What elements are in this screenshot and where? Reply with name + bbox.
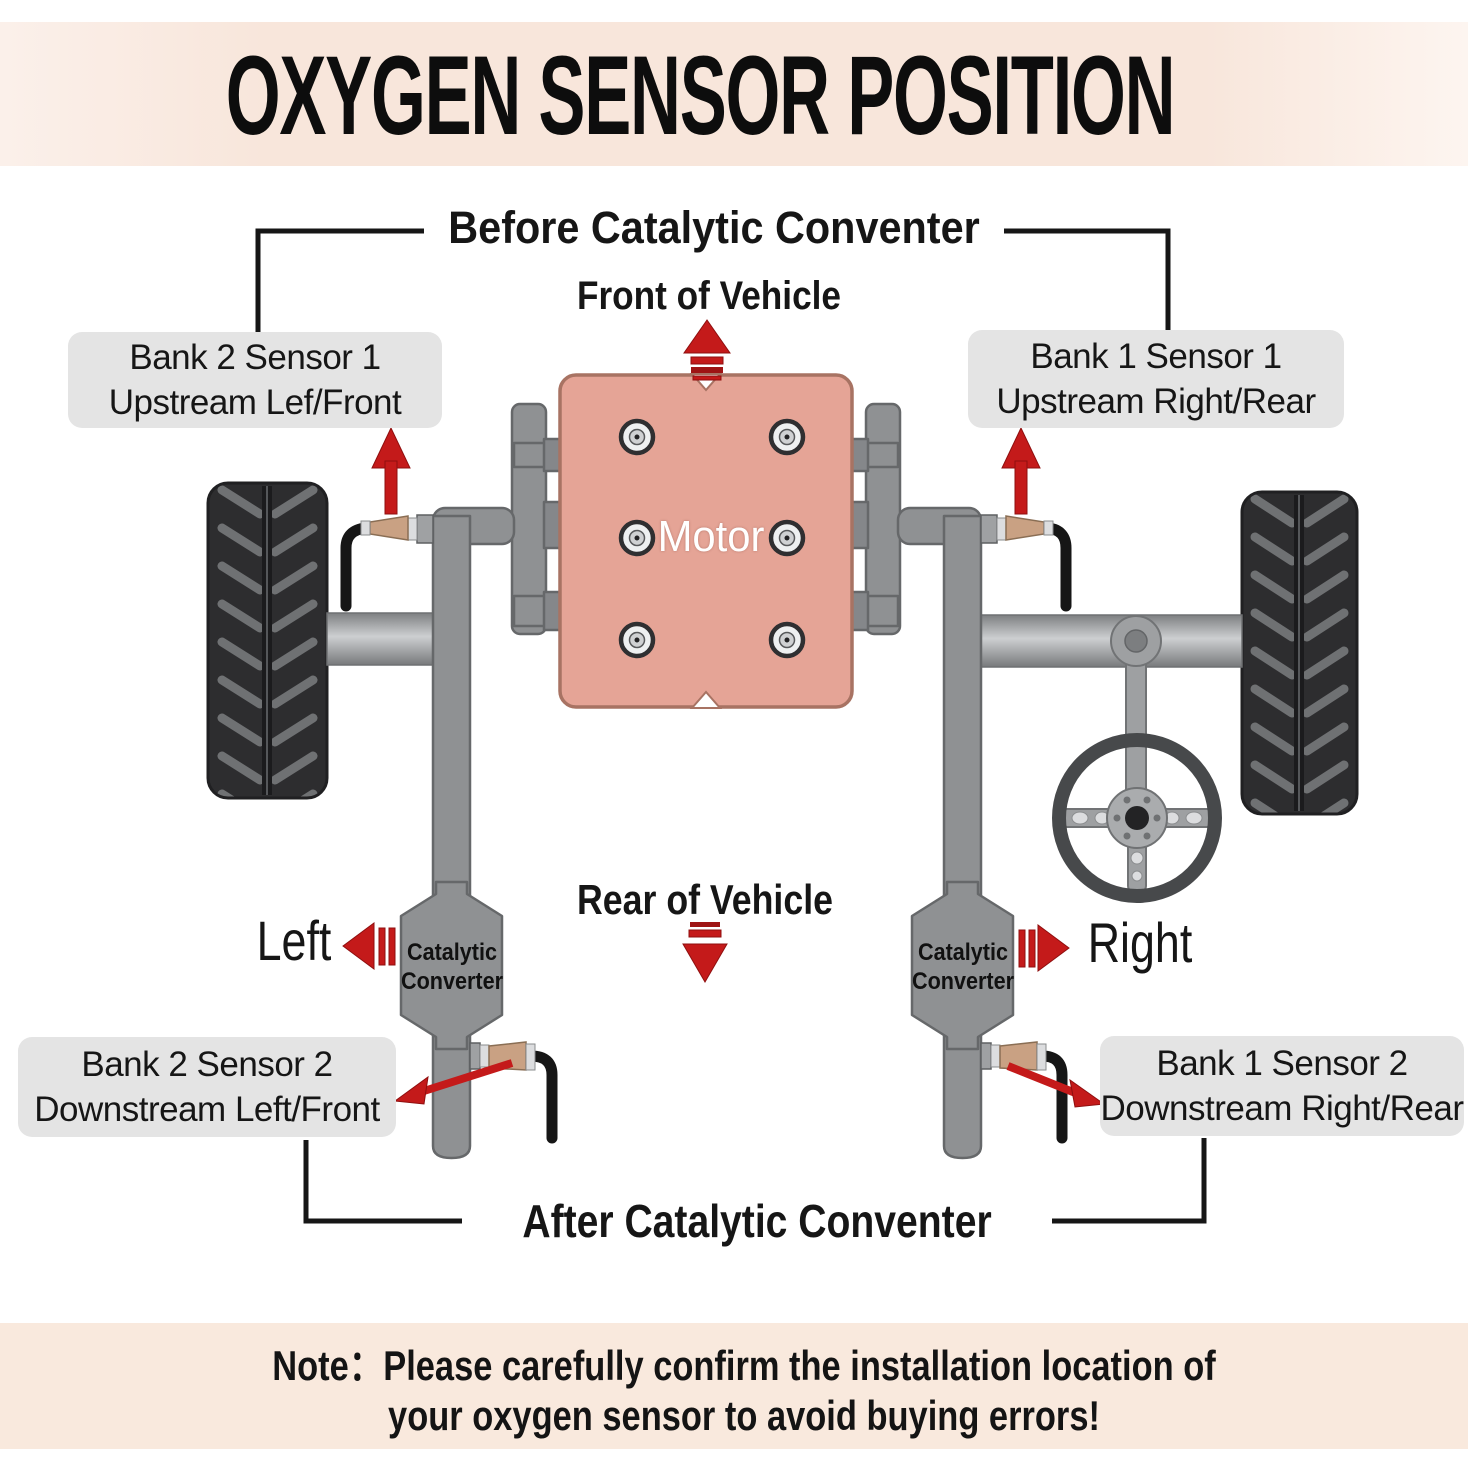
steering-wheel-icon [1052,733,1222,903]
motor-label: Motor [657,512,765,561]
sensor-box-bank2-sensor2-line2: Downstream Left/Front [34,1090,380,1129]
note-text: Note：Please carefully confirm the instal… [272,1341,1215,1441]
oxygen-sensor-upstream-right-icon [980,514,1072,612]
title-banner: OXYGEN SENSOR POSITION [0,22,1468,166]
sensor-box-bank1-sensor2: Bank 1 Sensor 2 Downstream Right/Rear [1100,1036,1464,1136]
catalytic-converter-right-shape [910,880,1015,1051]
upstream-left-arrow-icon [371,426,411,515]
before-catalytic-label: Before Catalytic Conventer [448,202,980,253]
sensor-box-bank1-sensor1-line2: Upstream Right/Rear [996,382,1316,421]
rear-of-vehicle-label: Rear of Vehicle [577,876,833,923]
motor-bolt [768,621,806,659]
sensor-box-bank1-sensor1-line1: Bank 1 Sensor 1 [1030,337,1282,376]
downpipe-right [910,514,1015,1160]
oxygen-sensor-downstream-left-icon [469,1041,558,1144]
front-of-vehicle-label: Front of Vehicle [576,274,842,318]
downstream-right-arrow-icon [1006,1062,1106,1108]
note-line1: Note：Please carefully confirm the instal… [272,1342,1216,1389]
motor-block [558,373,854,709]
sensor-box-bank2-sensor2-line1: Bank 2 Sensor 2 [81,1045,333,1084]
oxygen-sensor-upstream-left-icon [340,514,434,612]
motor-bolt [768,519,806,557]
oxygen-sensor-downstream-right-icon [980,1041,1068,1144]
motor-bolt [618,519,656,557]
left-direction-arrow-icon [342,922,396,970]
bracket-before-right [1004,228,1171,332]
sensor-box-bank2-sensor1-line1: Bank 2 Sensor 1 [129,338,381,377]
rear-of-vehicle-arrow-icon [682,922,728,983]
page-title: OXYGEN SENSOR POSITION [225,33,1176,158]
front-of-vehicle-arrow-icon [683,319,731,381]
catalytic-converter-right-line1: Catalytic [917,939,1009,966]
motor-bolt [618,621,656,659]
sensor-box-bank1-sensor1: Bank 1 Sensor 1 Upstream Right/Rear [968,330,1344,428]
downstream-left-arrow-icon [393,1059,514,1105]
sensor-box-bank2-sensor1: Bank 2 Sensor 1 Upstream Lef/Front [68,332,442,428]
axle-right [973,614,1243,668]
right-side-label: Right [1087,911,1193,974]
steering-column [1110,615,1162,819]
sensor-box-bank1-sensor2-line1: Bank 1 Sensor 2 [1156,1044,1408,1083]
sensor-box-bank2-sensor2: Bank 2 Sensor 2 Downstream Left/Front [18,1037,396,1137]
note-label: Note： [272,1342,384,1389]
after-catalytic-label: After Catalytic Conventer [522,1195,992,1247]
note-line2: your oxygen sensor to avoid buying error… [388,1392,1100,1439]
bracket-before-left [255,228,424,332]
tire-right [1240,490,1359,816]
catalytic-converter-right-line2: Converter [911,968,1015,995]
bracket-after-right [1052,1138,1207,1224]
upstream-right-arrow-icon [1001,426,1041,515]
bracket-after-left [303,1140,462,1224]
downpipe-left [399,514,504,1160]
tire-left [206,481,329,800]
sensor-box-bank1-sensor2-line2: Downstream Right/Rear [1100,1089,1464,1128]
catalytic-converter-left-shape [399,880,504,1051]
catalytic-converter-left-line1: Catalytic [406,939,498,966]
note-banner: Note：Please carefully confirm the instal… [0,1323,1468,1449]
sensor-box-bank2-sensor1-line2: Upstream Lef/Front [108,383,402,422]
axle-left [326,612,440,666]
motor-bolt [768,418,806,456]
left-side-label: Left [256,909,332,972]
right-direction-arrow-icon [1018,924,1070,972]
catalytic-converter-left-line2: Converter [400,968,504,995]
catalytic-converter-left-label: Catalytic Converter [385,938,520,996]
catalytic-converter-right-label: Catalytic Converter [896,938,1031,996]
motor-bolt [618,418,656,456]
